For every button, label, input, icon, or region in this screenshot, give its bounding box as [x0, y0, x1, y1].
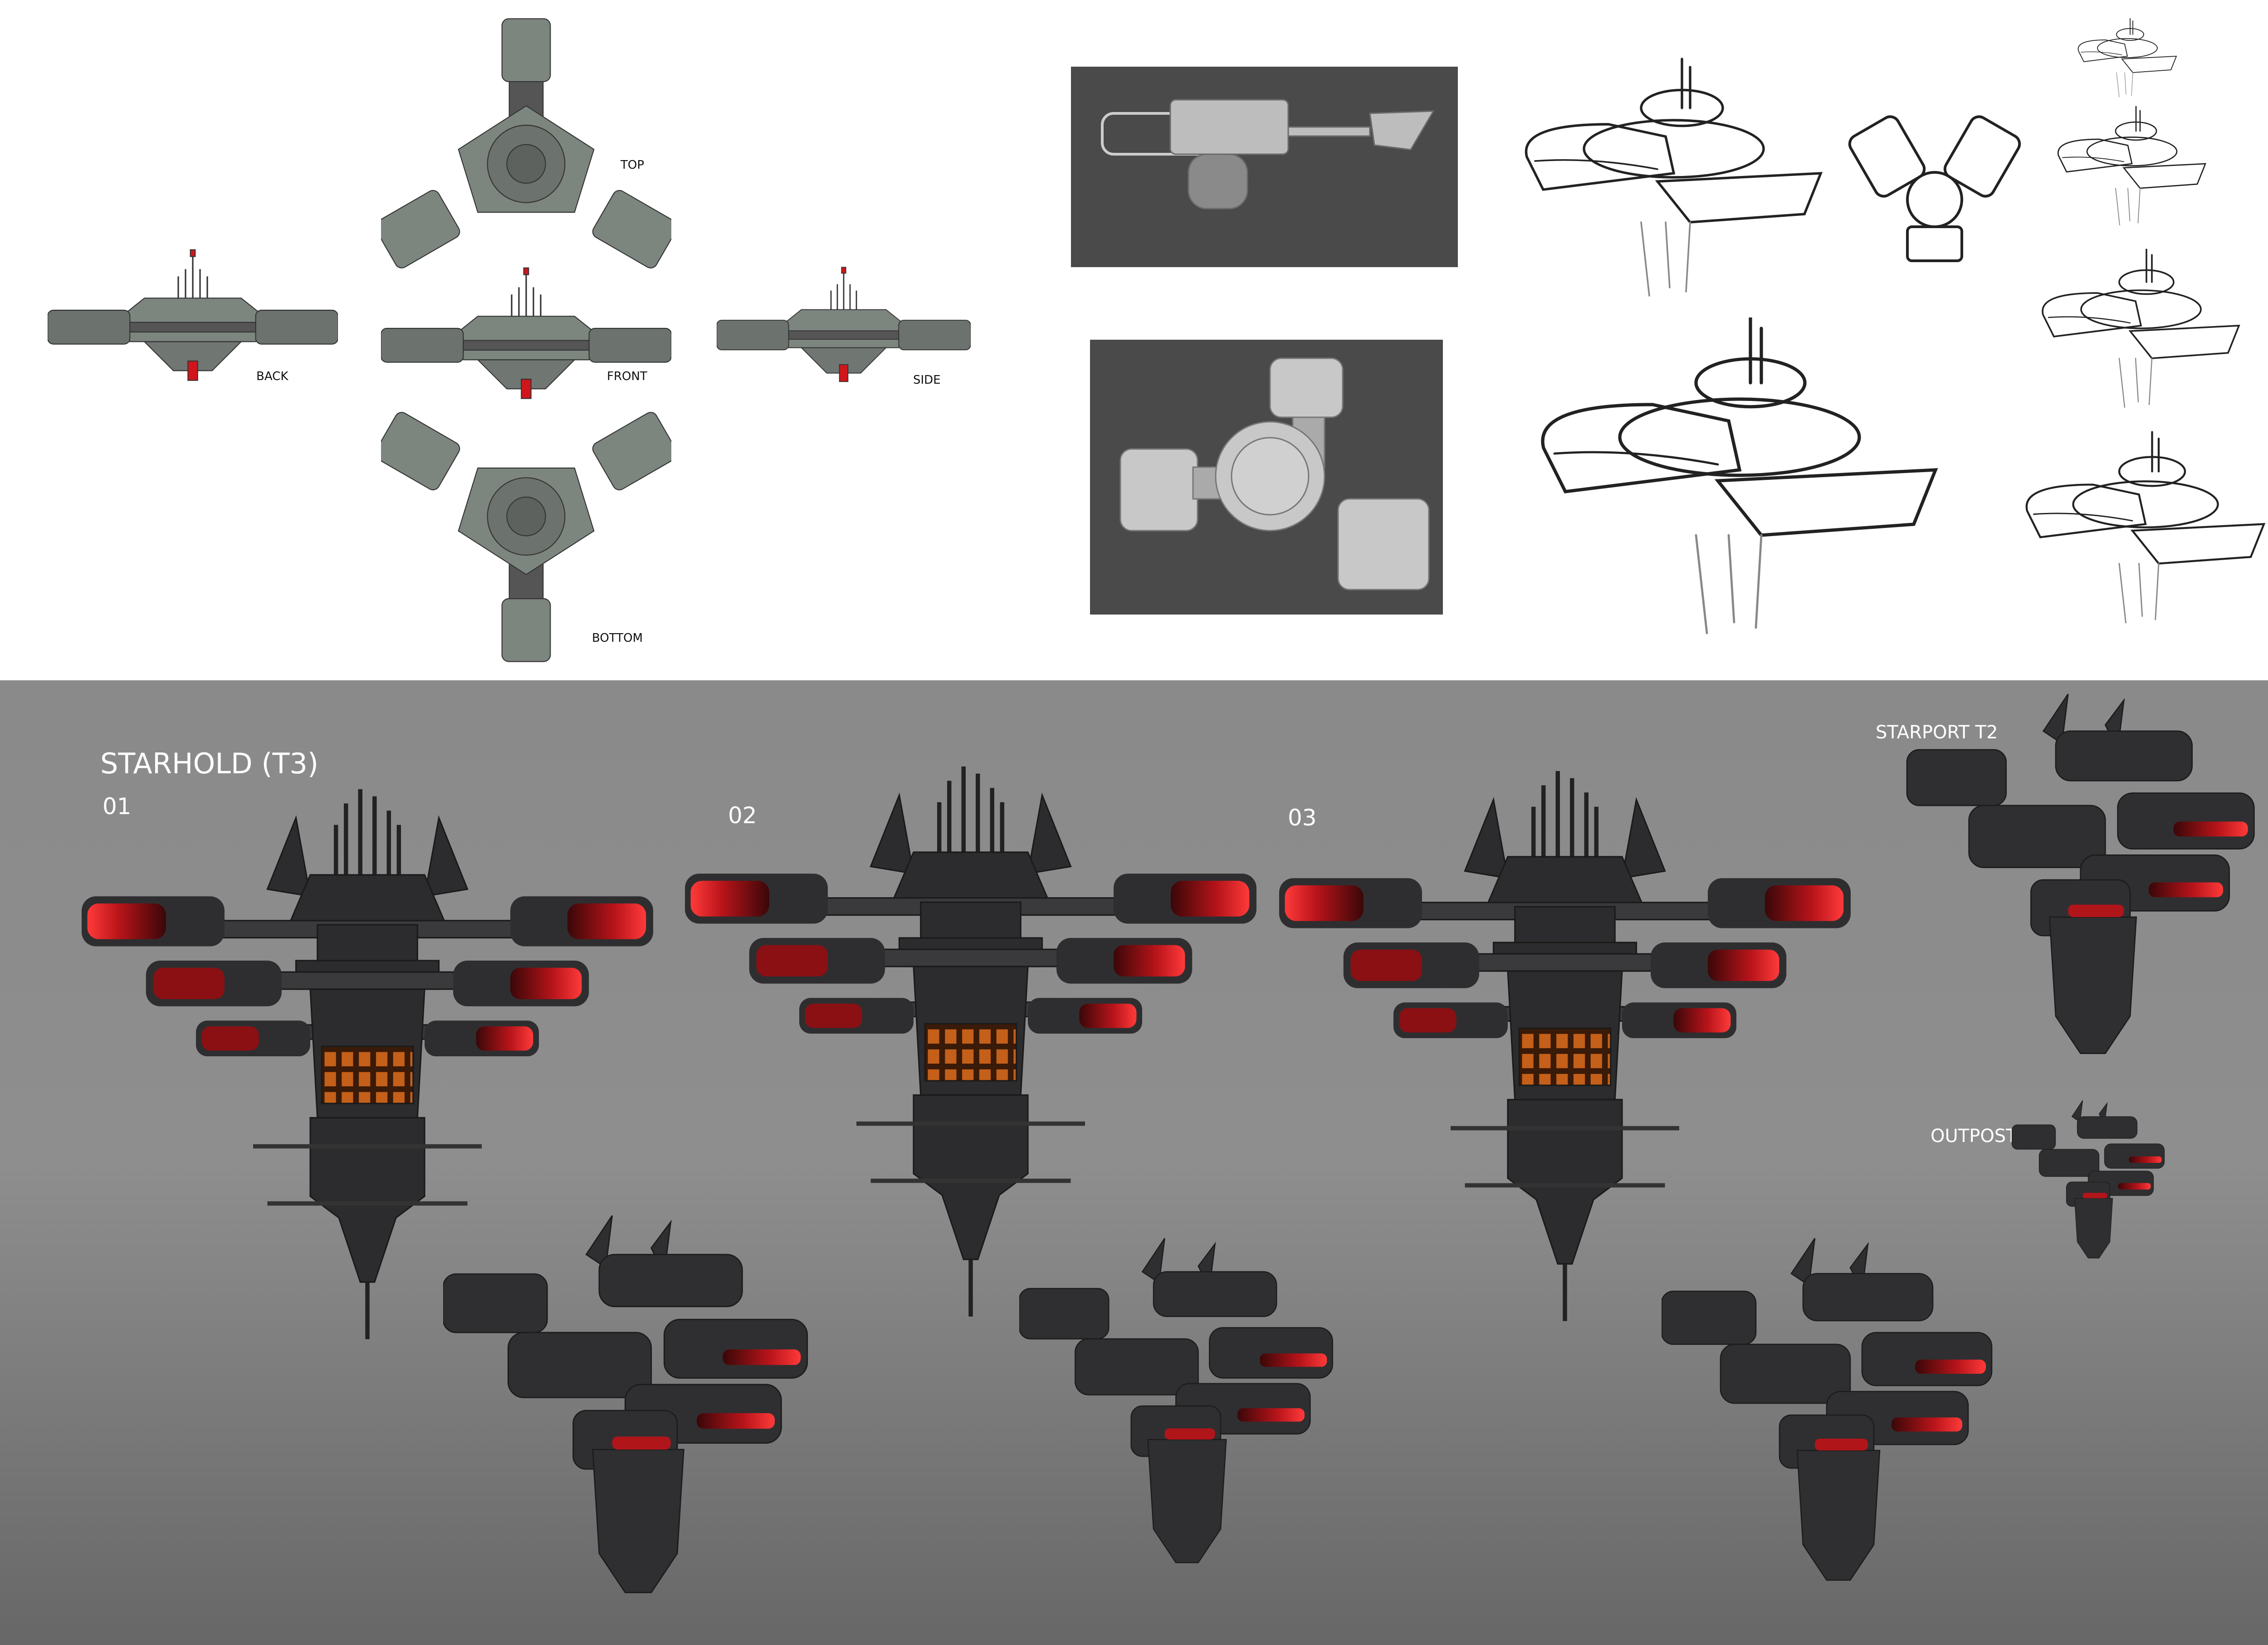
starhold-title: STARHOLD (T3) [100, 747, 318, 780]
label-front: FRONT [607, 370, 647, 383]
concept-sketches [1526, 18, 2264, 633]
orthographic-views: TOP BACK FRONT SIDE BOTTOM [48, 18, 971, 662]
variant-label-02: 02 [728, 802, 757, 829]
blockout-render-side [1071, 67, 1458, 267]
blockout-render-top [1090, 340, 1443, 615]
label-back: BACK [256, 370, 288, 383]
variant-label-03: 03 [1288, 805, 1317, 831]
starport-label: STARPORT T2 [1876, 722, 1998, 743]
label-bottom: BOTTOM [592, 631, 643, 645]
label-side: SIDE [913, 373, 941, 387]
variant-label-01: 01 [103, 793, 132, 820]
label-top: TOP [620, 158, 644, 172]
